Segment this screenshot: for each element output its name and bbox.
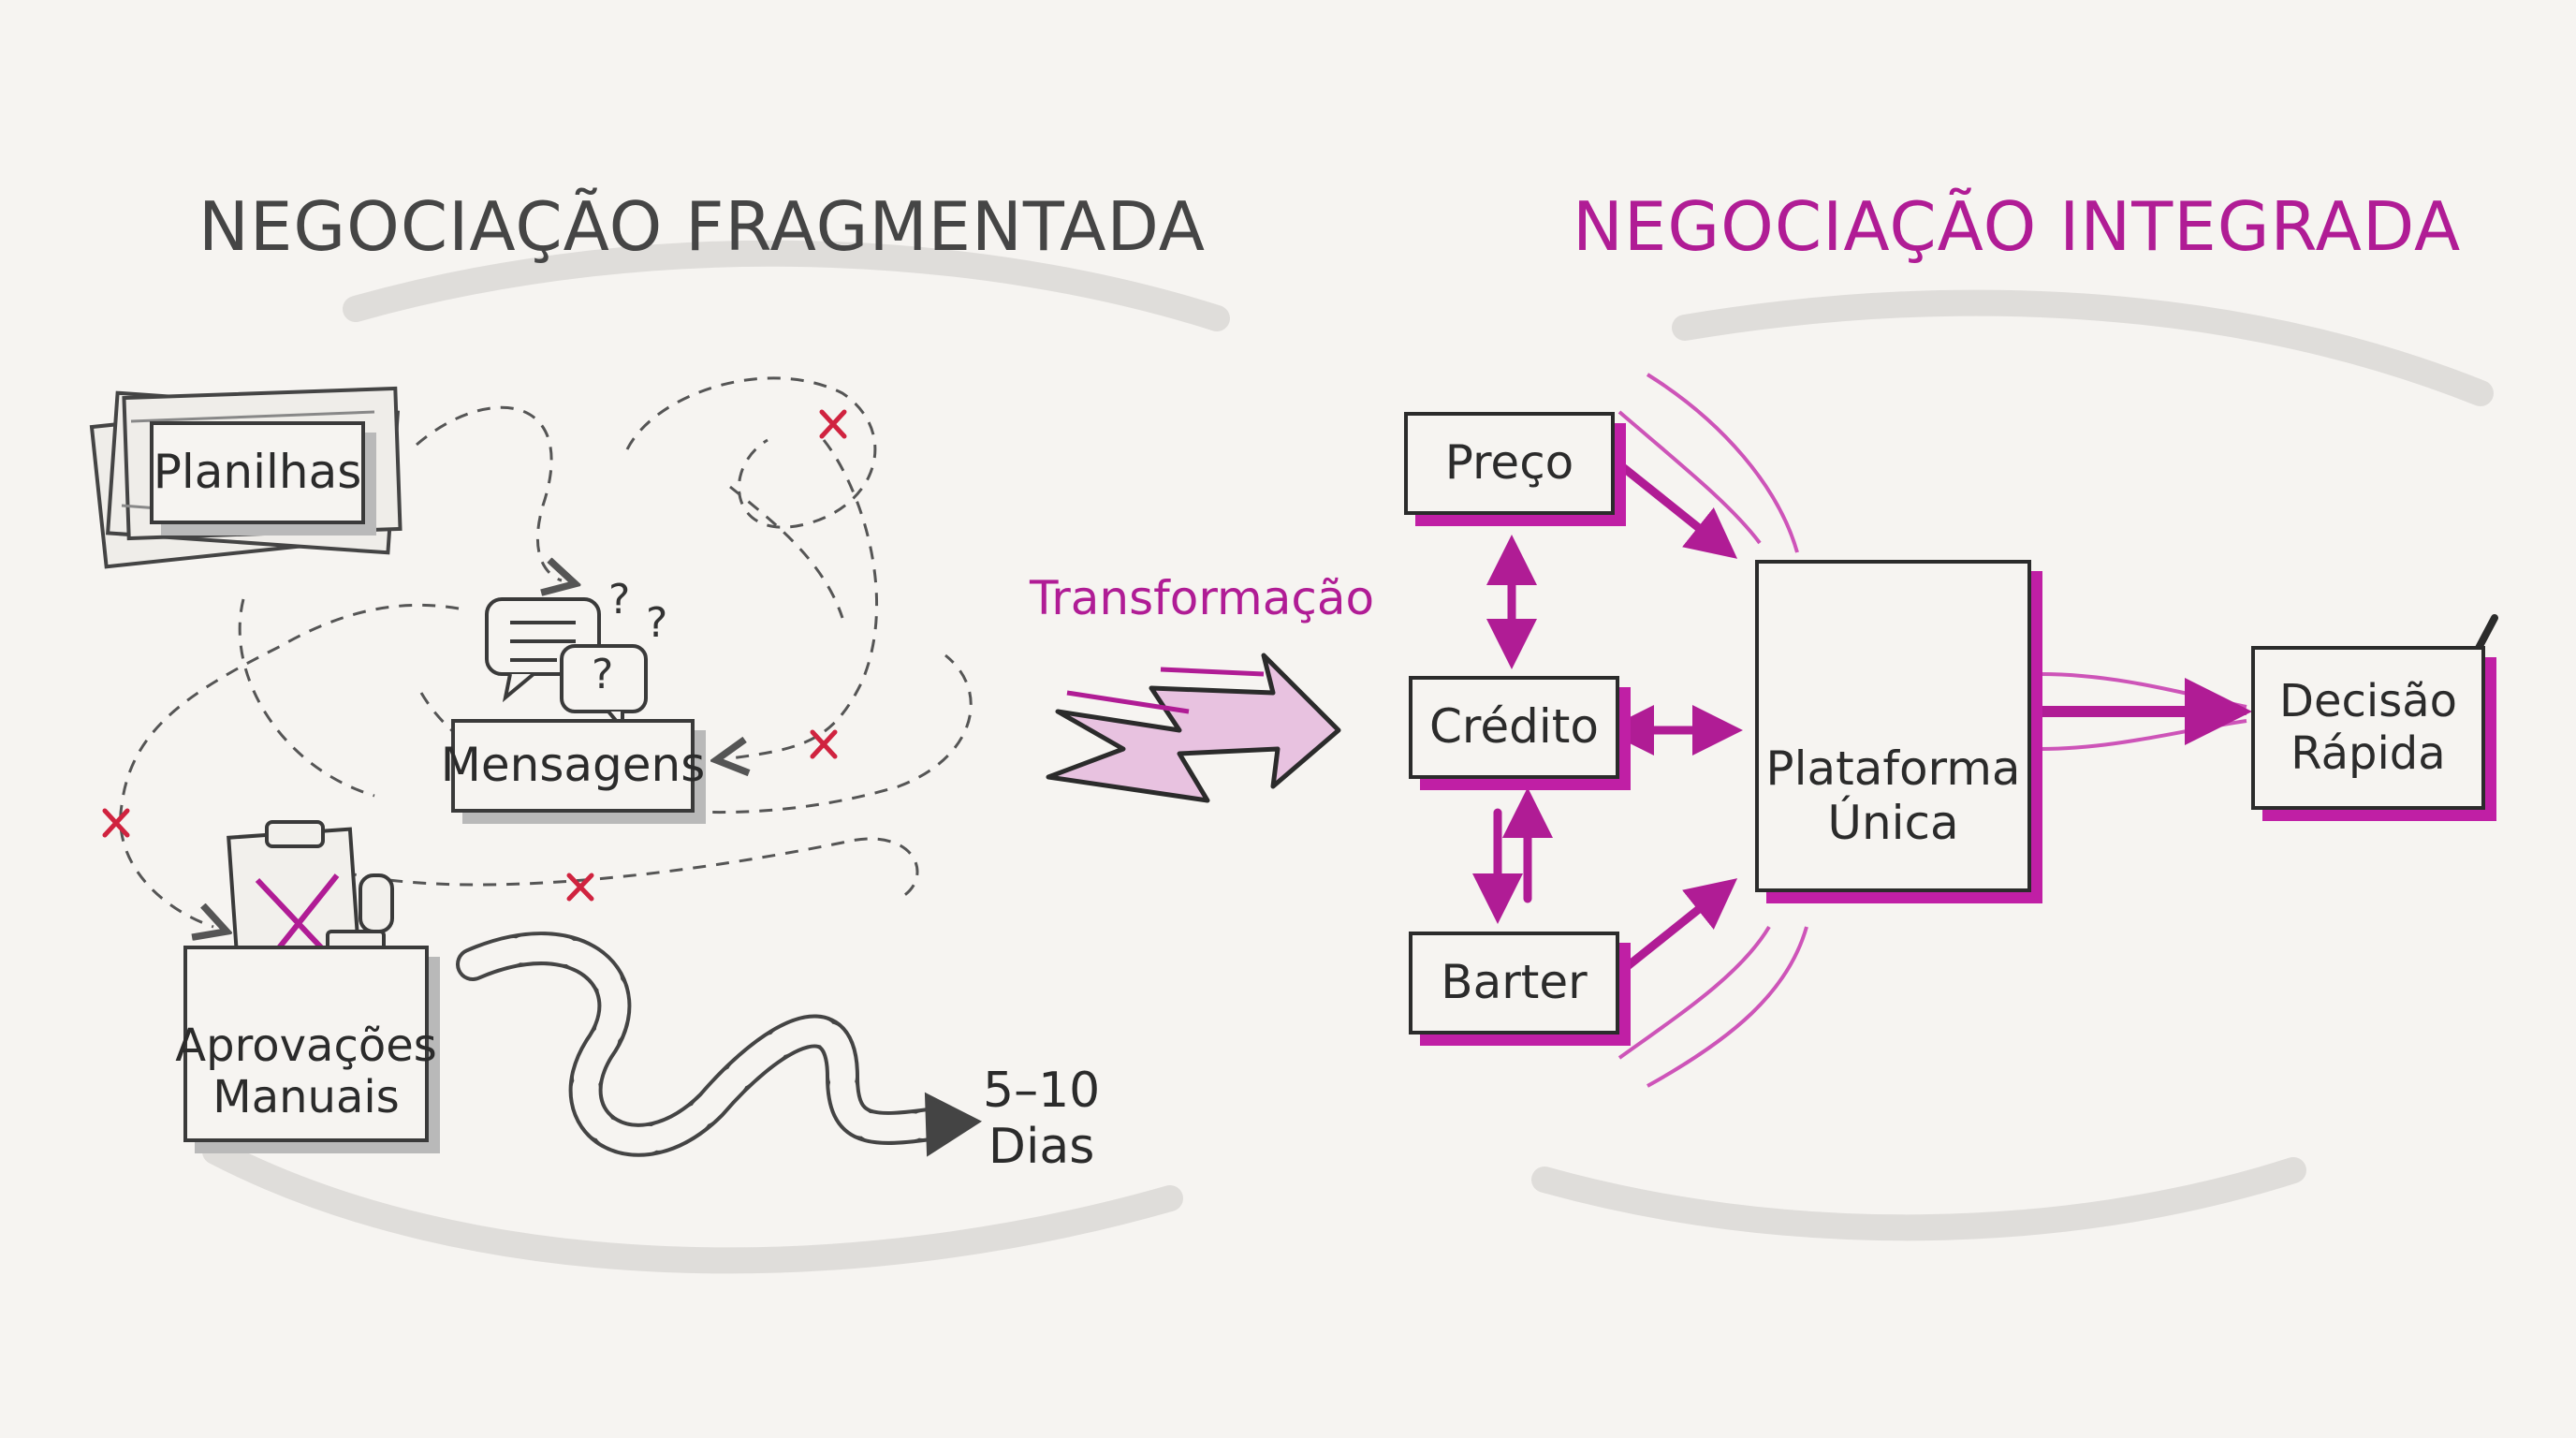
node-preco: Preço [1404, 412, 1615, 515]
node-mensagens-label: Mensagens [440, 738, 706, 793]
long-squiggly-arrow [456, 932, 983, 1157]
node-mensagens: Mensagens [441, 719, 705, 813]
node-barter: Barter [1409, 932, 1619, 1034]
node-credito: Crédito [1409, 676, 1619, 779]
title-fragmented: NEGOCIAÇÃO FRAGMENTADA [198, 187, 1206, 266]
svg-text:?: ? [608, 576, 630, 624]
node-decisao-label-2: Rápida [2291, 726, 2446, 780]
node-planilhas: Planilhas [150, 421, 365, 524]
lightning-arrow-icon [1046, 653, 1341, 803]
cross-icon [102, 409, 847, 902]
node-planilhas-label: Planilhas [153, 445, 362, 500]
integration-arrows [1472, 463, 2252, 974]
node-decisao-rapida: Decisão Rápida [2251, 646, 2485, 810]
svg-text:?: ? [592, 651, 613, 698]
node-aprovacoes-manuais: Aprovações Manuais [175, 946, 437, 1142]
svg-text:?: ? [646, 599, 667, 647]
duration-label-unit: Dias [988, 1119, 1095, 1175]
node-plataforma-label-2: Única [1827, 795, 1959, 850]
node-credito-label: Crédito [1429, 699, 1599, 755]
chat-bubbles-icon [485, 597, 648, 734]
node-aprovacoes-label-2: Manuais [212, 1071, 400, 1123]
node-plataforma-label-1: Plataforma [1765, 741, 2021, 796]
question-mark-icon: ? ? ? [592, 576, 667, 698]
background-swoosh [202, 240, 2494, 1274]
node-decisao-label-1: Decisão [2278, 675, 2457, 728]
node-aprovacoes-label-1: Aprovações [175, 1019, 437, 1072]
title-integrated: NEGOCIAÇÃO INTEGRADA [1573, 187, 2462, 266]
transformation-label: Transformação [1030, 571, 1375, 625]
duration-label-number: 5–10 [983, 1063, 1101, 1119]
node-barter-label: Barter [1441, 955, 1588, 1010]
node-preco-label: Preço [1444, 435, 1574, 491]
node-plataforma-unica: Plataforma Única [1755, 560, 2031, 892]
duration-label: 5–10 Dias [983, 1063, 1100, 1175]
